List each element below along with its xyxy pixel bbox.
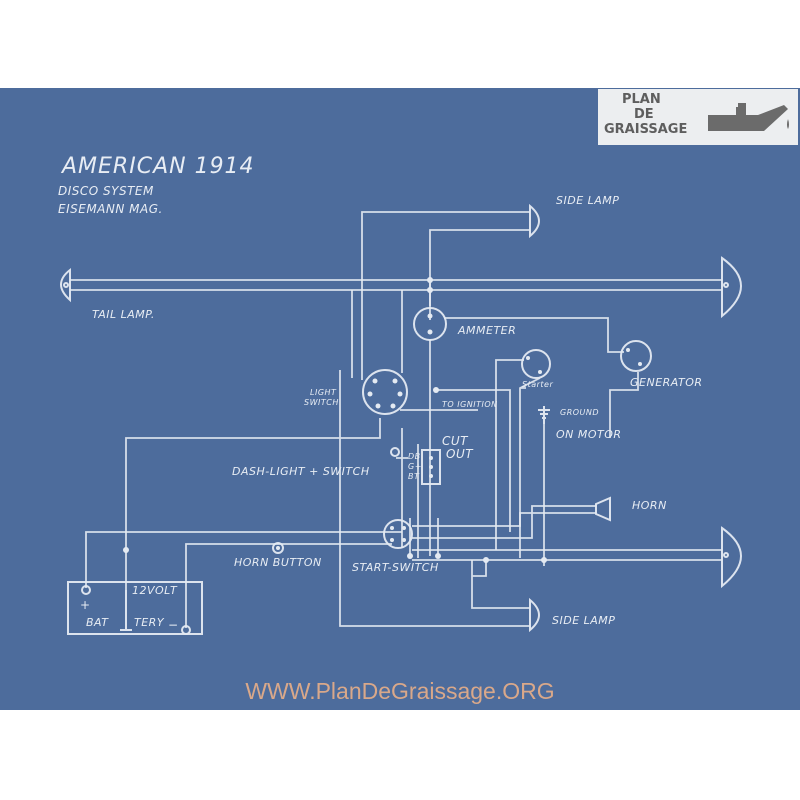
battery bbox=[67, 581, 203, 635]
label-terminal-g: G+ bbox=[408, 462, 422, 471]
right-headlamp-top bbox=[721, 256, 742, 319]
label-dash-light-switch: DASH-LIGHT + SWITCH bbox=[232, 465, 370, 478]
label-ground: GROUND bbox=[560, 408, 600, 417]
label-starter: Starter bbox=[522, 380, 554, 389]
diagram-subtitle-1: DISCO SYSTEM bbox=[58, 184, 154, 198]
logo-line-2: DE bbox=[634, 107, 654, 122]
ammeter bbox=[413, 307, 447, 341]
horn bbox=[595, 496, 611, 522]
diagram-title: AMERICAN 1914 bbox=[62, 154, 255, 179]
oil-can-icon bbox=[708, 103, 789, 131]
diagram-subtitle-2: EISEMANN MAG. bbox=[58, 202, 163, 216]
side-lamp-bottom bbox=[529, 597, 540, 633]
logo-line-3: GRAISSAGE bbox=[604, 122, 688, 137]
wiring-lines bbox=[60, 203, 742, 635]
ground-symbol bbox=[538, 406, 550, 424]
label-ammeter: AMMETER bbox=[458, 324, 517, 337]
wiring-diagram-blueprint: AMERICAN 1914 DISCO SYSTEM EISEMANN MAG.… bbox=[0, 88, 800, 710]
label-battery-word-1: BAT bbox=[86, 616, 109, 629]
generator bbox=[620, 340, 652, 372]
starter bbox=[521, 349, 551, 379]
label-battery-plus: + bbox=[80, 598, 91, 612]
wires bbox=[70, 211, 722, 628]
start-switch bbox=[383, 519, 413, 549]
wire-junction-dots bbox=[123, 277, 547, 563]
label-battery-minus: − bbox=[168, 618, 179, 632]
label-horn-button: HORN BUTTON bbox=[234, 556, 322, 569]
label-cut: CUT bbox=[442, 434, 468, 448]
label-battery-word-2: TERY bbox=[134, 616, 165, 629]
label-horn: HORN bbox=[632, 499, 667, 512]
label-start-switch: START-SWITCH bbox=[352, 561, 439, 574]
label-side-lamp-bottom: SIDE LAMP bbox=[552, 614, 616, 627]
side-lamp-top bbox=[529, 203, 540, 239]
label-light-switch-1: LIGHT bbox=[310, 388, 337, 397]
label-generator: GENERATOR bbox=[630, 376, 703, 389]
light-switch bbox=[362, 369, 408, 415]
label-to-ignition: TO IGNITION bbox=[442, 400, 498, 409]
label-out: OUT bbox=[446, 447, 474, 461]
horn-button bbox=[272, 542, 284, 554]
right-headlamp-bottom bbox=[721, 526, 742, 589]
label-side-lamp-top: SIDE LAMP bbox=[556, 194, 620, 207]
label-tail-lamp: TAIL LAMP. bbox=[92, 308, 155, 321]
cut-out bbox=[421, 449, 441, 485]
label-terminal-bt: BT bbox=[408, 472, 420, 481]
label-terminal-db: DB bbox=[408, 452, 421, 461]
label-battery-volt: 12VOLT bbox=[132, 584, 178, 597]
tail-lamp bbox=[60, 267, 71, 303]
plan-de-graissage-logo: PLAN DE GRAISSAGE bbox=[598, 89, 798, 145]
logo-line-1: PLAN bbox=[622, 92, 661, 107]
dash-light-switch bbox=[390, 447, 400, 457]
watermark-url: WWW.PlanDeGraissage.ORG bbox=[245, 678, 555, 704]
label-on-motor: ON MOTOR bbox=[556, 428, 622, 441]
label-light-switch-2: SWITCH bbox=[304, 398, 339, 407]
